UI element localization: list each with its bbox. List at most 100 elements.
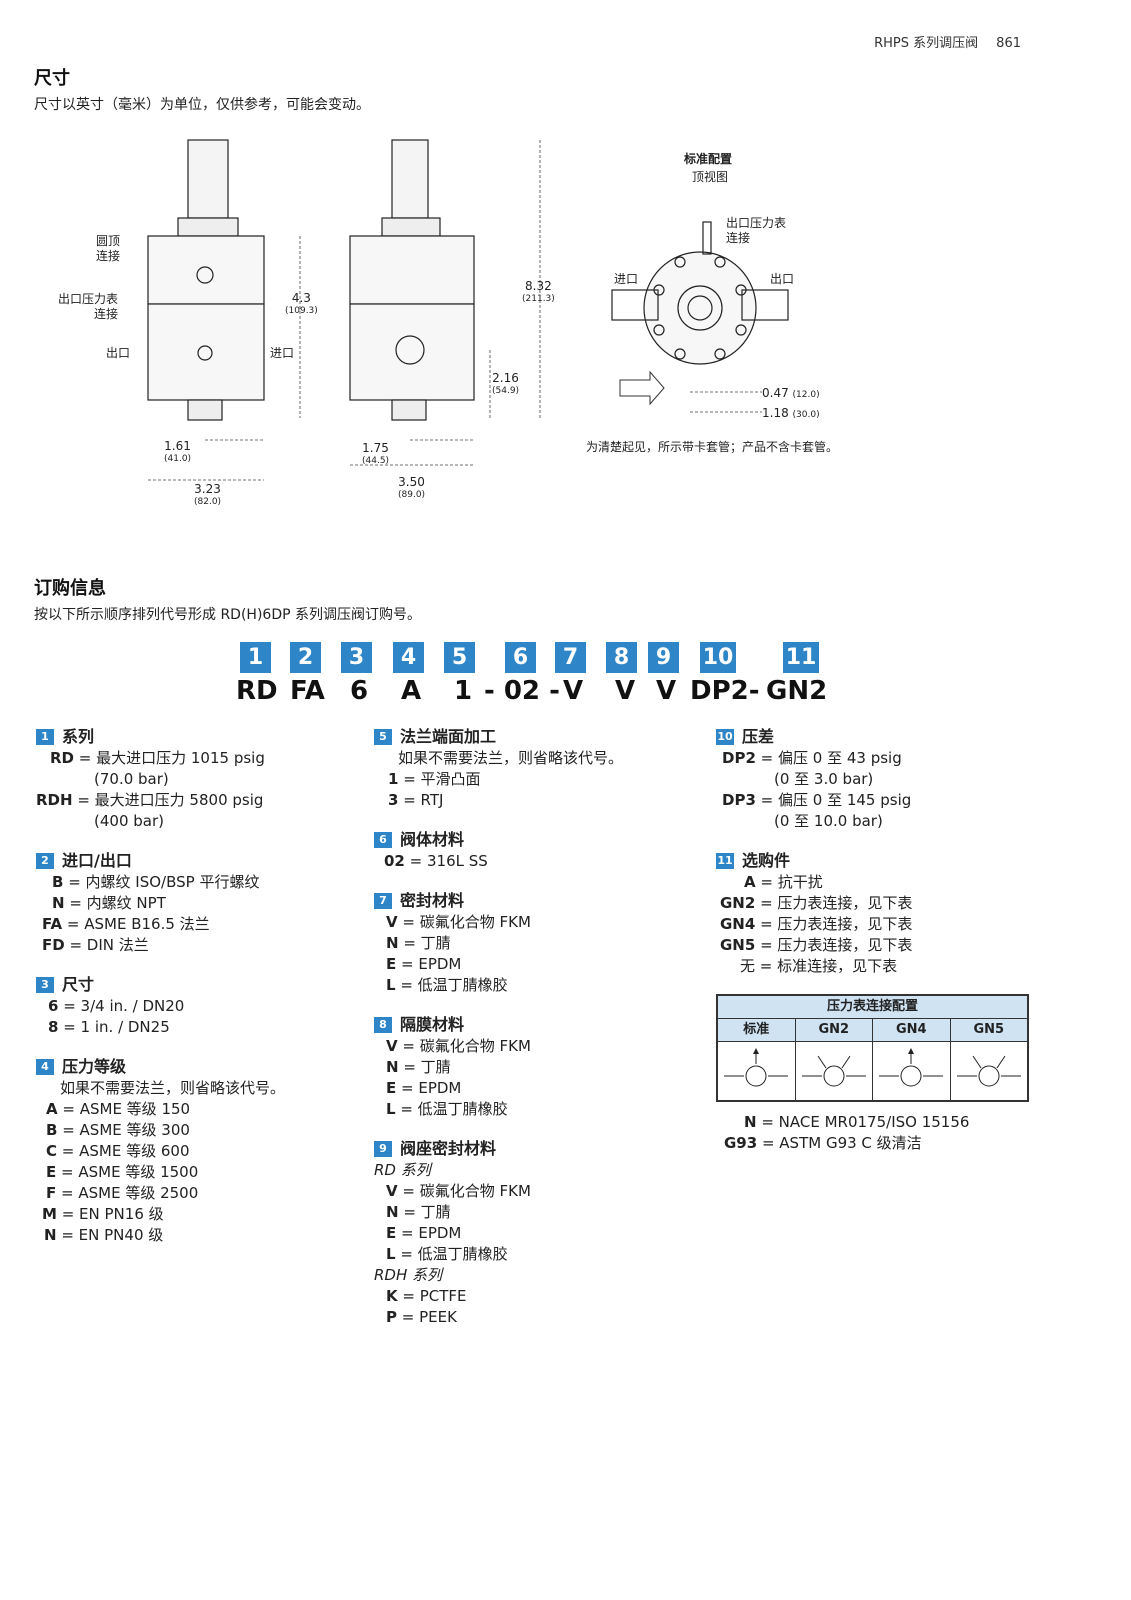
code-number-6: 6 — [505, 642, 536, 673]
dim-1-61-mm: (41.0) — [164, 454, 192, 464]
dimension-drawing — [147, 139, 789, 481]
badge-1: 1 — [36, 728, 54, 745]
section-size: 3 尺寸 — [36, 974, 336, 995]
top-gauge-label: 出口压力表 连接 — [726, 216, 786, 246]
section-differential-title: 压差 — [742, 727, 775, 746]
section-pressure-class-title: 压力等级 — [62, 1057, 127, 1076]
section-options-title: 选购件 — [742, 851, 791, 870]
dim-1-75-mm: (44.5) — [362, 456, 390, 466]
list-item: (0 至 10.0 bar) — [774, 812, 883, 830]
list-item: N = 丁腈 — [386, 934, 451, 952]
code-gn2: GN2 — [766, 676, 828, 706]
badge-5: 5 — [374, 728, 392, 745]
top-gauge-line2: 连接 — [726, 231, 751, 245]
list-item: FA = ASME B16.5 法兰 — [42, 915, 210, 933]
list-item: E = EPDM — [386, 1079, 462, 1097]
section-seal-material-title: 密封材料 — [400, 891, 465, 910]
dome-label-line1: 圆顶 — [96, 234, 121, 248]
list-item: 3 = RTJ — [388, 791, 444, 809]
code-v1: V — [563, 676, 584, 706]
list-item: RDH = 最大进口压力 5800 psig — [36, 791, 264, 809]
gauge-symbol-icon — [724, 1048, 788, 1087]
code-number-7: 7 — [555, 642, 586, 673]
dim-1-75-in: 1.75 — [362, 441, 389, 455]
dim-0-47-mm: (12.0) — [792, 390, 820, 400]
list-item: 8 = 1 in. / DN25 — [48, 1018, 170, 1036]
list-item: DP3 = 偏压 0 至 145 psig — [722, 791, 912, 809]
badge-11: 11 — [716, 852, 734, 869]
section-seal-material: 7 密封材料 — [374, 890, 694, 911]
gauge-table-title: 压力表连接配置 — [718, 996, 1027, 1019]
code-v2: V — [615, 676, 636, 706]
gauge-col-header: 标准 — [718, 1019, 795, 1042]
outlet-label: 出口 — [106, 346, 131, 360]
options-extra: N = NACE MR0175/ISO 15156 G93 = ASTM G93… — [724, 1112, 1044, 1154]
code-6: 6 — [350, 676, 369, 706]
list-item: K = PCTFE — [386, 1287, 467, 1305]
dim-2-16-mm: (54.9) — [492, 386, 520, 396]
list-item: N = 丁腈 — [386, 1058, 451, 1076]
dim-2-16-in: 2.16 — [492, 371, 519, 385]
dim-1-61-in: 1.61 — [164, 439, 191, 453]
list-item: E = EPDM — [386, 1224, 462, 1242]
dimensions-title: 尺寸 — [34, 68, 70, 89]
list-item: 1 = 平滑凸面 — [388, 770, 481, 788]
gauge-label-line2: 连接 — [94, 307, 119, 321]
dim-3-23-mm: (82.0) — [194, 497, 222, 507]
ordering-subtitle: 按以下所示顺序排列代号形成 RD(H)6DP 系列调压阀订购号。 — [34, 607, 421, 623]
list-item: F = ASME 等级 2500 — [46, 1184, 199, 1202]
rd-series-label: RD 系列 — [374, 1161, 431, 1179]
list-item: 6 = 3/4 in. / DN20 — [48, 997, 185, 1015]
list-item: 02 = 316L SS — [384, 852, 488, 870]
badge-4: 4 — [36, 1058, 54, 1075]
dim-8-32: 8.32(211.3) — [522, 280, 555, 306]
dim-4-3-mm: (109.3) — [285, 306, 318, 316]
badge-3: 3 — [36, 976, 54, 993]
code-02: - 02 - — [484, 676, 560, 706]
gauge-label-line1: 出口压力表 — [58, 292, 119, 306]
dim-4-3-in: 4.3 — [291, 291, 311, 305]
page-number: 861 — [996, 36, 1021, 51]
badge-6: 6 — [374, 831, 392, 848]
list-item: B = 内螺纹 ISO/BSP 平行螺纹 — [52, 873, 260, 891]
inlet-label: 进口 — [270, 346, 295, 360]
section-seat-seal-material-title: 阀座密封材料 — [400, 1139, 497, 1158]
code-number-3: 3 — [341, 642, 372, 673]
dim-8-32-in: 8.32 — [525, 279, 552, 293]
code-v3: V — [656, 676, 677, 706]
badge-7: 7 — [374, 892, 392, 909]
code-a: A — [401, 676, 422, 706]
gauge-symbol-icon — [956, 1055, 1021, 1087]
list-item: RD = 最大进口压力 1015 psig — [50, 749, 265, 767]
code-number-2: 2 — [290, 642, 321, 673]
dim-0-47: 0.47 (12.0) — [762, 386, 820, 403]
gauge-col-gn2: GN2 — [795, 1019, 873, 1100]
list-item: GN2 = 压力表连接，见下表 — [720, 894, 913, 912]
dim-3-50: 3.50(89.0) — [398, 476, 425, 502]
ferrule-caption: 为清楚起见，所示带卡套管；产品不含卡套管。 — [586, 440, 839, 454]
section-diaphragm-material-title: 隔膜材料 — [400, 1015, 465, 1034]
section-ports-title: 进口/出口 — [62, 851, 132, 870]
section-flange-finish-title: 法兰端面加工 — [400, 727, 497, 746]
section-options: 11 选购件 — [716, 850, 1036, 871]
dim-1-18-in: 1.18 — [762, 406, 789, 420]
gauge-col-gn4: GN4 — [873, 1019, 951, 1100]
dim-8-32-mm: (211.3) — [522, 294, 555, 304]
section-note: 如果不需要法兰，则省略该代号。 — [398, 749, 624, 767]
list-item: N = NACE MR0175/ISO 15156 — [744, 1113, 970, 1131]
list-item: 无 = 标准连接，见下表 — [740, 957, 898, 975]
gauge-symbol-icon — [879, 1048, 943, 1087]
gauge-config-table: 压力表连接配置 标准 GN2 GN4 GN5 — [716, 994, 1029, 1102]
gauge-col-header: GN5 — [950, 1019, 1027, 1042]
list-item: (70.0 bar) — [94, 770, 169, 788]
top-outlet-label: 出口 — [770, 272, 795, 286]
badge-9: 9 — [374, 1140, 392, 1157]
section-size-title: 尺寸 — [62, 975, 95, 994]
code-number-11: 11 — [783, 642, 819, 673]
list-item: A = ASME 等级 150 — [46, 1100, 191, 1118]
list-item: GN4 = 压力表连接，见下表 — [720, 915, 913, 933]
